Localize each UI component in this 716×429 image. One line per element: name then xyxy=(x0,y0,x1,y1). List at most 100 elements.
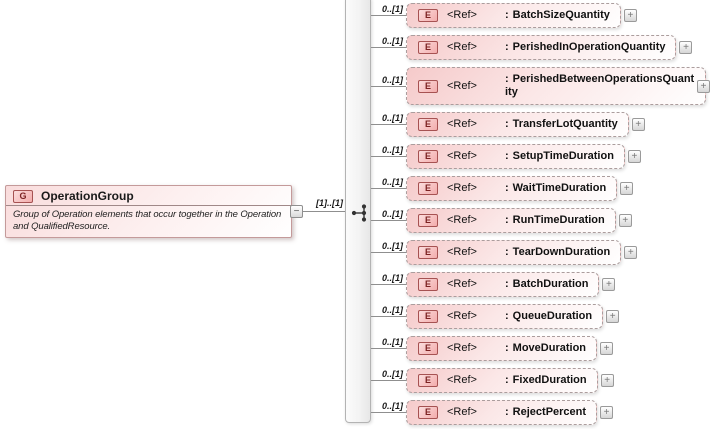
group-cardinality-label: [1]..[1] xyxy=(316,198,343,208)
name-separator: : xyxy=(505,374,509,386)
ref-label: <Ref> xyxy=(447,246,477,258)
connector-line: 0..[1] xyxy=(371,75,406,87)
element-icon: E xyxy=(418,310,438,323)
element-name: :BatchDuration xyxy=(505,278,588,291)
name-text: WaitTimeDuration xyxy=(512,182,607,194)
element-row: 0..[1] E <Ref> :TearDownDuration + xyxy=(371,240,710,265)
connector-line: 0..[1] xyxy=(371,305,406,317)
expand-button[interactable]: + xyxy=(600,342,614,355)
sequence-compositor-bar[interactable] xyxy=(345,0,371,423)
element-icon: E xyxy=(418,246,438,259)
name-text: TearDownDuration xyxy=(512,246,611,258)
element-name: :RunTimeDuration xyxy=(505,214,605,227)
name-text: QueueDuration xyxy=(512,310,593,322)
collapse-button[interactable]: − xyxy=(290,205,303,218)
element-row: 0..[1] E <Ref> :QueueDuration + xyxy=(371,304,710,329)
name-separator: : xyxy=(505,41,509,53)
cardinality-label: 0..[1] xyxy=(381,209,403,219)
element-row: 0..[1] E <Ref> :BatchSizeQuantity + xyxy=(371,3,710,28)
name-text: SetupTimeDuration xyxy=(512,150,614,162)
name-separator: : xyxy=(505,246,509,258)
ref-label: <Ref> xyxy=(447,278,477,290)
element-row: 0..[1] E <Ref> :PerishedBetweenOperation… xyxy=(371,67,710,105)
name-separator: : xyxy=(505,73,509,85)
expand-button[interactable]: + xyxy=(631,118,645,131)
element-ref-box[interactable]: E <Ref> :WaitTimeDuration xyxy=(406,176,618,201)
element-name: :MoveDuration xyxy=(505,342,586,355)
sequence-icon xyxy=(351,204,367,222)
element-ref-box[interactable]: E <Ref> :SetupTimeDuration xyxy=(406,144,625,169)
element-row: 0..[1] E <Ref> :MoveDuration + xyxy=(371,336,710,361)
cardinality-label: 0..[1] xyxy=(381,305,403,315)
connector-line: 0..[1] xyxy=(371,369,406,381)
name-separator: : xyxy=(505,406,509,418)
expand-button[interactable]: + xyxy=(600,406,614,419)
element-row: 0..[1] E <Ref> :TransferLotQuantity + xyxy=(371,112,710,137)
element-icon: E xyxy=(418,374,438,387)
element-icon: E xyxy=(418,150,438,163)
name-separator: : xyxy=(505,9,509,21)
element-rows: 0..[1] E <Ref> :BatchSizeQuantity + 0..[… xyxy=(371,0,710,425)
expand-button[interactable]: + xyxy=(620,182,634,195)
element-icon: E xyxy=(418,41,438,54)
element-icon: E xyxy=(418,214,438,227)
element-ref-box[interactable]: E <Ref> :TransferLotQuantity xyxy=(406,112,629,137)
name-text: PerishedBetweenOperationsQuantity xyxy=(505,73,695,98)
expand-button[interactable]: + xyxy=(606,310,620,323)
element-name: :WaitTimeDuration xyxy=(505,182,606,195)
cardinality-label: 0..[1] xyxy=(381,337,403,347)
ref-label: <Ref> xyxy=(447,182,477,194)
element-ref-box[interactable]: E <Ref> :FixedDuration xyxy=(406,368,598,393)
element-ref-box[interactable]: E <Ref> :PerishedBetweenOperationsQuanti… xyxy=(406,67,706,105)
element-ref-box[interactable]: E <Ref> :RunTimeDuration xyxy=(406,208,616,233)
element-name: :QueueDuration xyxy=(505,310,592,323)
expand-button[interactable]: + xyxy=(697,79,710,93)
cardinality-label: 0..[1] xyxy=(381,36,403,46)
cardinality-label: 0..[1] xyxy=(381,145,403,155)
element-name: :PerishedInOperationQuantity xyxy=(505,41,665,54)
element-ref-box[interactable]: E <Ref> :QueueDuration xyxy=(406,304,604,329)
expand-button[interactable]: + xyxy=(618,214,632,227)
connector-line: 0..[1] xyxy=(371,36,406,48)
name-text: PerishedInOperationQuantity xyxy=(512,41,666,53)
element-ref-box[interactable]: E <Ref> :BatchDuration xyxy=(406,272,600,297)
element-ref-box[interactable]: E <Ref> :TearDownDuration xyxy=(406,240,622,265)
element-row: 0..[1] E <Ref> :RunTimeDuration + xyxy=(371,208,710,233)
element-ref-box[interactable]: E <Ref> :MoveDuration xyxy=(406,336,598,361)
name-text: FixedDuration xyxy=(512,374,587,386)
expand-button[interactable]: + xyxy=(624,246,638,259)
element-name: :TearDownDuration xyxy=(505,246,610,259)
element-name: :TransferLotQuantity xyxy=(505,118,618,131)
connector-line: 0..[1] xyxy=(371,177,406,189)
cardinality-label: 0..[1] xyxy=(381,74,403,85)
group-icon: G xyxy=(13,189,33,203)
element-icon: E xyxy=(418,182,438,195)
element-name: :FixedDuration xyxy=(505,374,587,387)
element-ref-box[interactable]: E <Ref> :PerishedInOperationQuantity xyxy=(406,35,677,60)
connector-line: 0..[1] xyxy=(371,337,406,349)
connector-line: 0..[1] xyxy=(371,241,406,253)
name-separator: : xyxy=(505,182,509,194)
group-title: OperationGroup xyxy=(41,189,134,203)
ref-label: <Ref> xyxy=(447,310,477,322)
connector-line: 0..[1] xyxy=(371,401,406,413)
name-text: RunTimeDuration xyxy=(512,214,605,226)
name-separator: : xyxy=(505,342,509,354)
cardinality-label: 0..[1] xyxy=(381,177,403,187)
expand-button[interactable]: + xyxy=(623,9,637,22)
operation-group-node[interactable]: G OperationGroup Group of Operation elem… xyxy=(5,185,292,238)
element-ref-box[interactable]: E <Ref> :RejectPercent xyxy=(406,400,598,425)
name-separator: : xyxy=(505,150,509,162)
expand-button[interactable]: + xyxy=(679,41,693,54)
ref-label: <Ref> xyxy=(447,79,477,92)
expand-button[interactable]: + xyxy=(627,150,641,163)
cardinality-label: 0..[1] xyxy=(381,113,403,123)
element-icon: E xyxy=(418,9,438,22)
expand-button[interactable]: + xyxy=(600,374,614,387)
element-row: 0..[1] E <Ref> :FixedDuration + xyxy=(371,368,710,393)
element-icon: E xyxy=(418,278,438,291)
element-ref-box[interactable]: E <Ref> :BatchSizeQuantity xyxy=(406,3,621,28)
name-text: MoveDuration xyxy=(512,342,587,354)
element-row: 0..[1] E <Ref> :WaitTimeDuration + xyxy=(371,176,710,201)
expand-button[interactable]: + xyxy=(602,278,616,291)
